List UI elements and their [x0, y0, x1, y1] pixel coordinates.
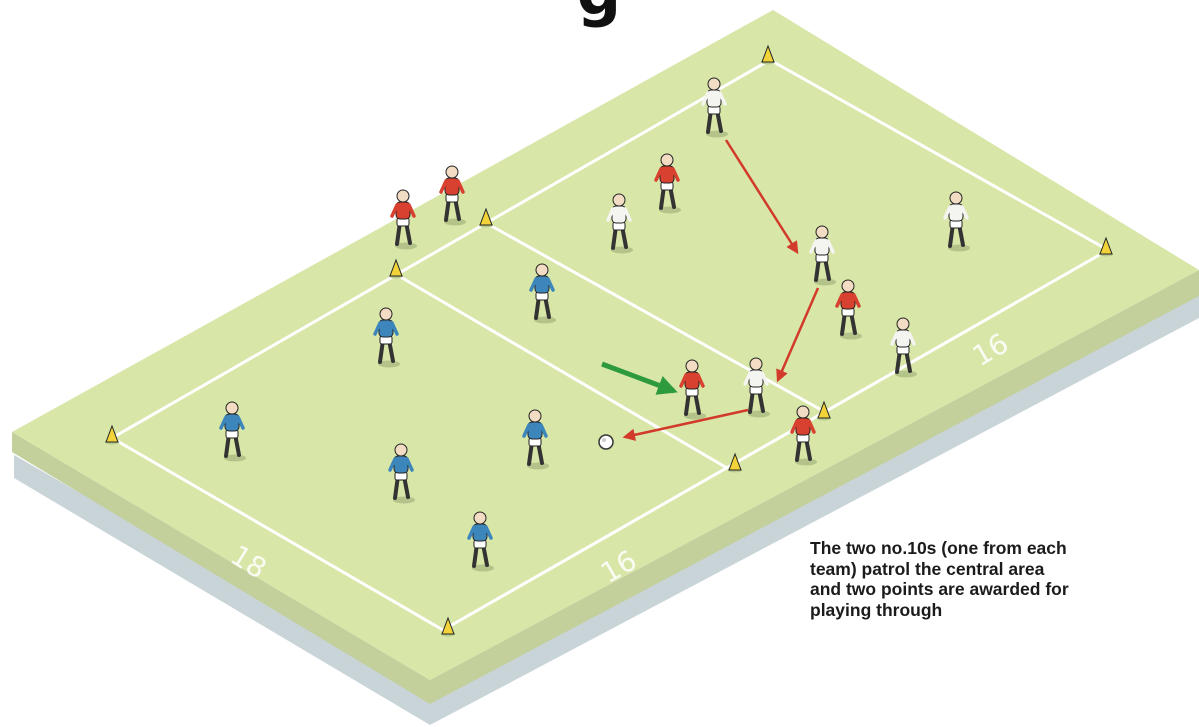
caption: The two no.10s (one from each team) patr… [810, 538, 1170, 620]
caption-line-1: The two no.10s (one from each [810, 538, 1170, 559]
caption-line-4: playing through [810, 600, 1170, 621]
caption-line-3: and two points are awarded for [810, 579, 1170, 600]
caption-line-2: team) patrol the central area [810, 559, 1170, 580]
ball [599, 435, 613, 449]
